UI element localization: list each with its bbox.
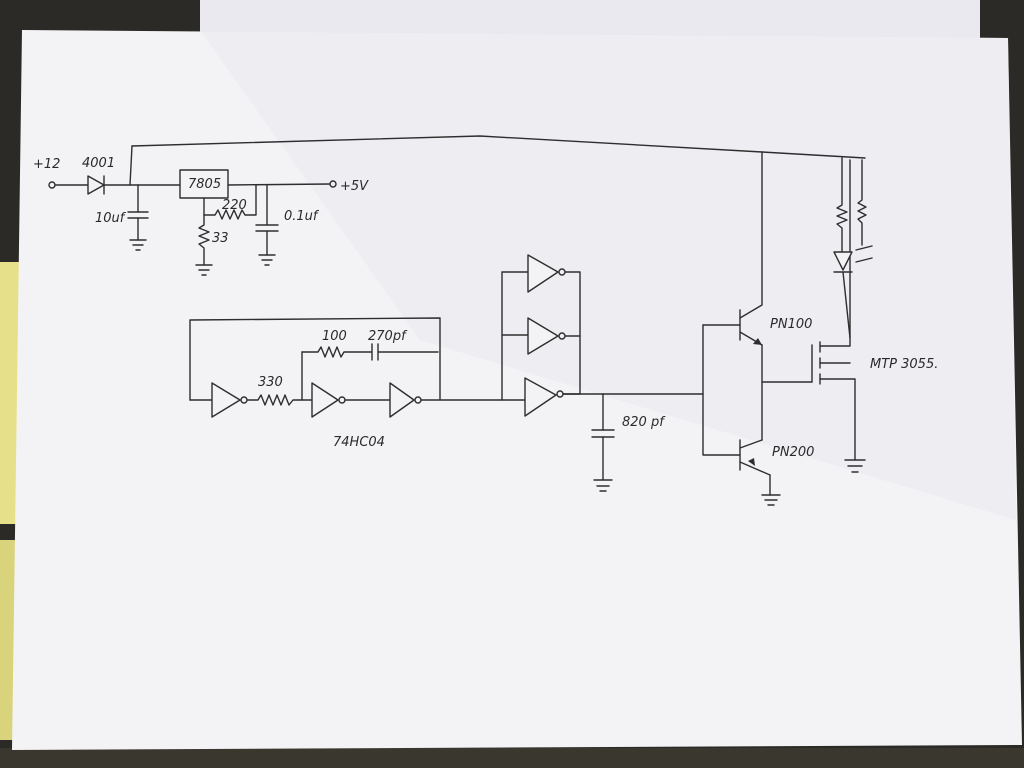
buffer-inverter-2 (527, 317, 559, 355)
power-supply-section (48, 135, 866, 276)
paper-shadow (200, 30, 1016, 520)
label-regulator: 7805 (188, 177, 221, 192)
label-supply-out: +5V (340, 179, 369, 194)
top-12v-rail (131, 135, 866, 159)
regulator-box (179, 169, 229, 199)
oscillator-section (189, 317, 526, 418)
label-cap-output: 0.1uf (284, 209, 320, 224)
label-res-feedback: 100 (322, 329, 347, 344)
label-npn-transistor: PN100 (770, 317, 812, 332)
label-cap-input: 10uf (95, 211, 127, 226)
buffer-section (501, 254, 704, 492)
label-res-input: 330 (258, 375, 283, 390)
label-cap-timing: 820 pf (622, 415, 666, 430)
buffer-inverter-3 (524, 377, 557, 417)
driver-section (702, 151, 873, 506)
label-cap-feedback: 270pf (368, 329, 408, 344)
label-ic: 74HC04 (333, 435, 385, 450)
label-mosfet: MTP 3055. (870, 357, 938, 372)
buffer-inverter-1 (527, 254, 559, 293)
labels: +12 4001 10uf 7805 220 33 0.1uf +5V 100 … (33, 156, 938, 460)
inverter-2 (311, 382, 339, 418)
inverter-1 (211, 382, 241, 418)
label-pnp-transistor: PN200 (772, 445, 814, 460)
label-diode: 4001 (82, 156, 115, 171)
led-symbol (833, 251, 853, 271)
label-res-reg-bottom: 33 (212, 231, 229, 246)
inverter-3 (389, 382, 415, 418)
label-supply-in: +12 (33, 157, 60, 172)
label-res-reg-top: 220 (222, 198, 247, 213)
output-terminal (329, 180, 337, 188)
table-edge (0, 748, 1024, 768)
